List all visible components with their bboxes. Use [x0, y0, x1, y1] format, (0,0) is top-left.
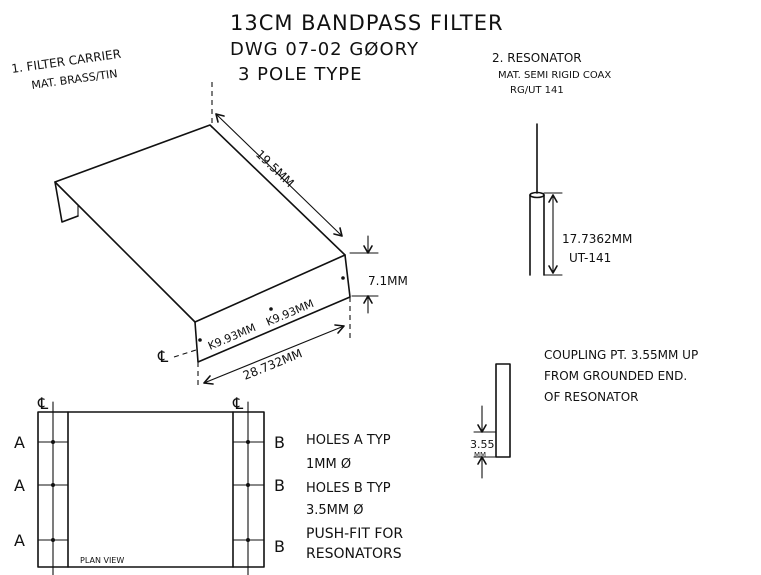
dim-width-arrowhead-left	[203, 375, 214, 385]
plan-label-a: A	[14, 531, 25, 550]
plan-view: ℄ ℄ A A A B B B PLAN VIEW	[14, 394, 285, 575]
plan-hole-b	[246, 440, 250, 444]
dim-length-arrowhead-top	[215, 113, 225, 123]
coupling-resonator-bar	[495, 363, 511, 458]
plan-label-b: B	[274, 433, 285, 452]
title-line-1: 13CM BANDPASS FILTER	[230, 11, 504, 35]
holes-a-size: 1MM Ø	[306, 457, 351, 472]
dim-length-label: 19.5MM	[253, 147, 297, 190]
plan-hole-b	[246, 538, 250, 542]
title-block: 13CM BANDPASS FILTER DWG 07-02 GØORY 3 P…	[230, 11, 504, 85]
coupling-note-line-2: FROM GROUNDED END.	[544, 369, 687, 383]
plan-label-b: B	[274, 476, 285, 495]
coupling-note-line-3: OF RESONATOR	[544, 390, 639, 404]
dim-height-arrowhead-bottom	[363, 295, 373, 304]
carrier-spacing-dim-2: K9.93MM	[264, 297, 316, 329]
plan-hole-a	[51, 440, 55, 444]
plan-centerline-left: ℄	[37, 394, 49, 413]
title-line-2: DWG 07-02 GØORY	[230, 39, 419, 60]
plan-label-b: B	[274, 537, 285, 556]
push-fit-line-2: RESONATORS	[306, 546, 402, 562]
carrier-hole-dot	[198, 338, 202, 342]
dim-length-arrowhead-bottom	[333, 227, 343, 237]
plan-hole-a	[51, 483, 55, 487]
carrier-hole-dot	[269, 307, 273, 311]
plan-view-label: PLAN VIEW	[80, 556, 124, 565]
resonator-dim-type: UT-141	[569, 251, 611, 265]
resonator-cable-type: RG/UT 141	[510, 85, 564, 96]
carrier-centerline-bottom	[173, 349, 197, 358]
dim-width-arrow	[203, 325, 345, 384]
carrier-centerline-symbol: ℄	[157, 347, 169, 366]
coupling-dim-unit: MM	[474, 451, 486, 459]
resonator-top-cap	[529, 191, 545, 199]
coupling-dim-value: 3.55	[470, 438, 495, 451]
holes-notes: HOLES A TYP 1MM Ø HOLES B TYP 3.5MM Ø PU…	[306, 433, 403, 562]
plan-label-a: A	[14, 476, 25, 495]
dim-length-arrow	[215, 113, 343, 237]
coupling-section: COUPLING PT. 3.55MM UP FROM GROUNDED END…	[470, 348, 698, 479]
holes-b-size: 3.5MM Ø	[306, 503, 363, 518]
carrier-left-flange-edge	[61, 204, 79, 223]
plan-centerline-right: ℄	[232, 394, 244, 413]
coupling-note-line-1: COUPLING PT. 3.55MM UP	[544, 348, 698, 362]
carrier-top-face	[54, 124, 346, 323]
resonator-dim-arrow-bottom	[548, 265, 558, 274]
resonator-dim-arrow-top	[548, 194, 558, 203]
coupling-dim-arrowhead-bottom	[477, 456, 487, 465]
carrier-front-flange	[194, 254, 351, 363]
resonator-dim-label: 17.7362MM	[562, 232, 632, 246]
plan-hole-a	[51, 538, 55, 542]
carrier-hole-dot	[341, 276, 345, 280]
filter-carrier-labels: 1. FILTER CARRIER MAT. BRASS/TIN	[10, 47, 121, 92]
resonator-material: MAT. SEMI RIGID COAX	[498, 70, 611, 81]
push-fit-line-1: PUSH-FIT FOR	[306, 526, 403, 542]
plan-hole-b	[246, 483, 250, 487]
holes-a-note: HOLES A TYP	[306, 433, 391, 448]
title-line-3: 3 POLE TYPE	[238, 64, 363, 85]
plan-label-a: A	[14, 433, 25, 452]
coupling-dim-arrowhead-top	[477, 424, 487, 433]
dim-height-arrowhead-top	[363, 245, 373, 254]
holes-b-note: HOLES B TYP	[306, 481, 391, 496]
resonator-title: 2. RESONATOR	[492, 51, 582, 65]
plan-outline	[37, 411, 265, 568]
filter-carrier-drawing: K9.93MM K9.93MM 19.5MM 7.1MM 28.732MM ℄	[54, 82, 408, 388]
resonator-section: 2. RESONATOR MAT. SEMI RIGID COAX RG/UT …	[492, 51, 632, 276]
dim-width-arrowhead-right	[334, 324, 345, 334]
dim-height-label: 7.1MM	[368, 274, 408, 288]
